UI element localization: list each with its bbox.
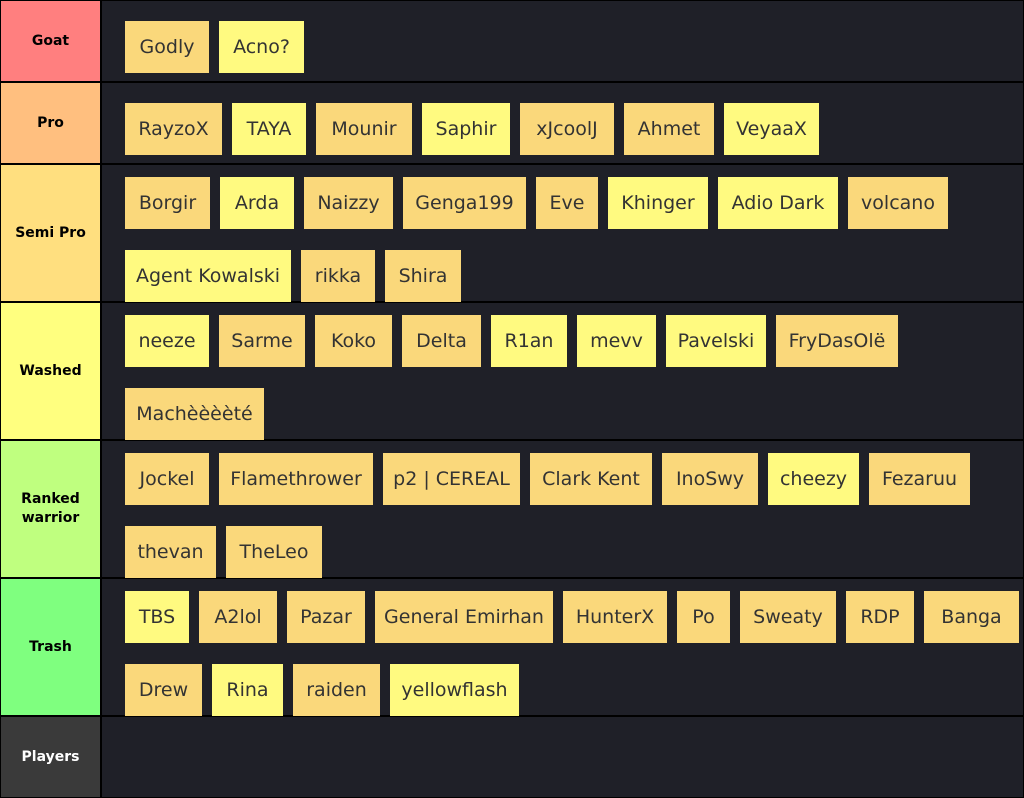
tier-item[interactable]: Genga199: [403, 177, 526, 229]
tier-item[interactable]: Sweaty: [740, 591, 836, 643]
tier-item[interactable]: raiden: [293, 664, 380, 716]
tier-item[interactable]: Borgir: [125, 177, 210, 229]
tier-label[interactable]: Goat: [1, 1, 100, 81]
tier-item[interactable]: Koko: [315, 315, 392, 367]
tier-item[interactable]: Fezaruu: [869, 453, 970, 505]
tier-row-semi-pro: Semi Pro Borgir Arda Naizzy Genga199 Eve…: [0, 165, 1024, 302]
tier-item[interactable]: HunterX: [563, 591, 667, 643]
tier-item[interactable]: Delta: [402, 315, 481, 367]
tier-row-trash: Trash TBS A2lol Pazar General Emirhan Hu…: [0, 579, 1024, 716]
tier-item[interactable]: p2 | CEREAL: [383, 453, 520, 505]
tier-item[interactable]: InoSwy: [662, 453, 758, 505]
tier-item[interactable]: TBS: [125, 591, 189, 643]
tier-items-area[interactable]: Borgir Arda Naizzy Genga199 Eve Khinger …: [102, 165, 1023, 302]
tier-item[interactable]: Saphir: [422, 103, 510, 155]
tier-item[interactable]: Godly: [125, 21, 209, 73]
tier-item[interactable]: Adio Dark: [718, 177, 838, 229]
tier-item[interactable]: VeyaaX: [724, 103, 819, 155]
tier-item[interactable]: Jockel: [125, 453, 209, 505]
tier-item[interactable]: A2lol: [199, 591, 277, 643]
tier-item[interactable]: FryDasOlë: [776, 315, 898, 367]
tier-item[interactable]: thevan: [125, 526, 216, 578]
tier-label[interactable]: Players: [1, 717, 100, 797]
tier-items-area[interactable]: RayzoX TAYA Mounir Saphir xJcoolJ Ahmet …: [102, 83, 1023, 163]
tier-item[interactable]: General Emirhan: [375, 591, 553, 643]
tier-item[interactable]: Ahmet: [624, 103, 714, 155]
tier-item[interactable]: RDP: [846, 591, 914, 643]
tier-item[interactable]: Naizzy: [304, 177, 393, 229]
unranked-pool-area[interactable]: [102, 717, 1023, 797]
tier-item[interactable]: Flamethrower: [219, 453, 373, 505]
tier-item[interactable]: RayzoX: [125, 103, 222, 155]
tier-item[interactable]: Eve: [536, 177, 598, 229]
tier-label[interactable]: Semi Pro: [1, 165, 100, 301]
tier-row-pro: Pro RayzoX TAYA Mounir Saphir xJcoolJ Ah…: [0, 83, 1024, 163]
tier-item[interactable]: yellowflash: [390, 664, 519, 716]
tier-item[interactable]: mevv: [577, 315, 656, 367]
tier-items-area[interactable]: Godly Acno?: [102, 1, 1023, 81]
tier-item[interactable]: xJcoolJ: [520, 103, 614, 155]
tier-item[interactable]: R1an: [491, 315, 567, 367]
tier-item[interactable]: Rina: [212, 664, 283, 716]
tier-item[interactable]: neeze: [125, 315, 209, 367]
tier-item[interactable]: Shira: [385, 250, 461, 302]
tier-item[interactable]: Pazar: [287, 591, 365, 643]
tier-row-players: Players: [0, 717, 1024, 797]
tier-item[interactable]: Mounir: [316, 103, 412, 155]
tier-item[interactable]: Sarme: [219, 315, 305, 367]
tier-row-ranked-warrior: Ranked warrior Jockel Flamethrower p2 | …: [0, 441, 1024, 578]
tier-row-washed: Washed neeze Sarme Koko Delta R1an mevv …: [0, 303, 1024, 440]
tier-item[interactable]: rikka: [301, 250, 375, 302]
tier-item[interactable]: cheezy: [768, 453, 859, 505]
tier-items-area[interactable]: neeze Sarme Koko Delta R1an mevv Pavelsk…: [102, 303, 1023, 440]
tier-row-goat: Goat Godly Acno?: [0, 1, 1024, 81]
tier-item[interactable]: TAYA: [232, 103, 306, 155]
tier-item[interactable]: Drew: [125, 664, 202, 716]
tier-item[interactable]: Arda: [220, 177, 294, 229]
tier-label[interactable]: Ranked warrior: [1, 441, 100, 577]
tier-item[interactable]: TheLeo: [226, 526, 322, 578]
tier-items-area[interactable]: Jockel Flamethrower p2 | CEREAL Clark Ke…: [102, 441, 1023, 578]
tier-item[interactable]: Po: [677, 591, 730, 643]
tier-item[interactable]: Clark Kent: [530, 453, 652, 505]
tier-label[interactable]: Trash: [1, 579, 100, 715]
tier-label[interactable]: Washed: [1, 303, 100, 439]
tier-item[interactable]: volcano: [848, 177, 948, 229]
tier-item[interactable]: Agent Kowalski: [125, 250, 291, 302]
tier-item[interactable]: Khinger: [608, 177, 708, 229]
tier-item[interactable]: Machèèèèté: [125, 388, 264, 440]
tier-items-area[interactable]: TBS A2lol Pazar General Emirhan HunterX …: [102, 579, 1023, 716]
tier-item[interactable]: Pavelski: [666, 315, 766, 367]
tier-label[interactable]: Pro: [1, 83, 100, 163]
tier-item[interactable]: Acno?: [219, 21, 304, 73]
tier-item[interactable]: Banga: [924, 591, 1019, 643]
